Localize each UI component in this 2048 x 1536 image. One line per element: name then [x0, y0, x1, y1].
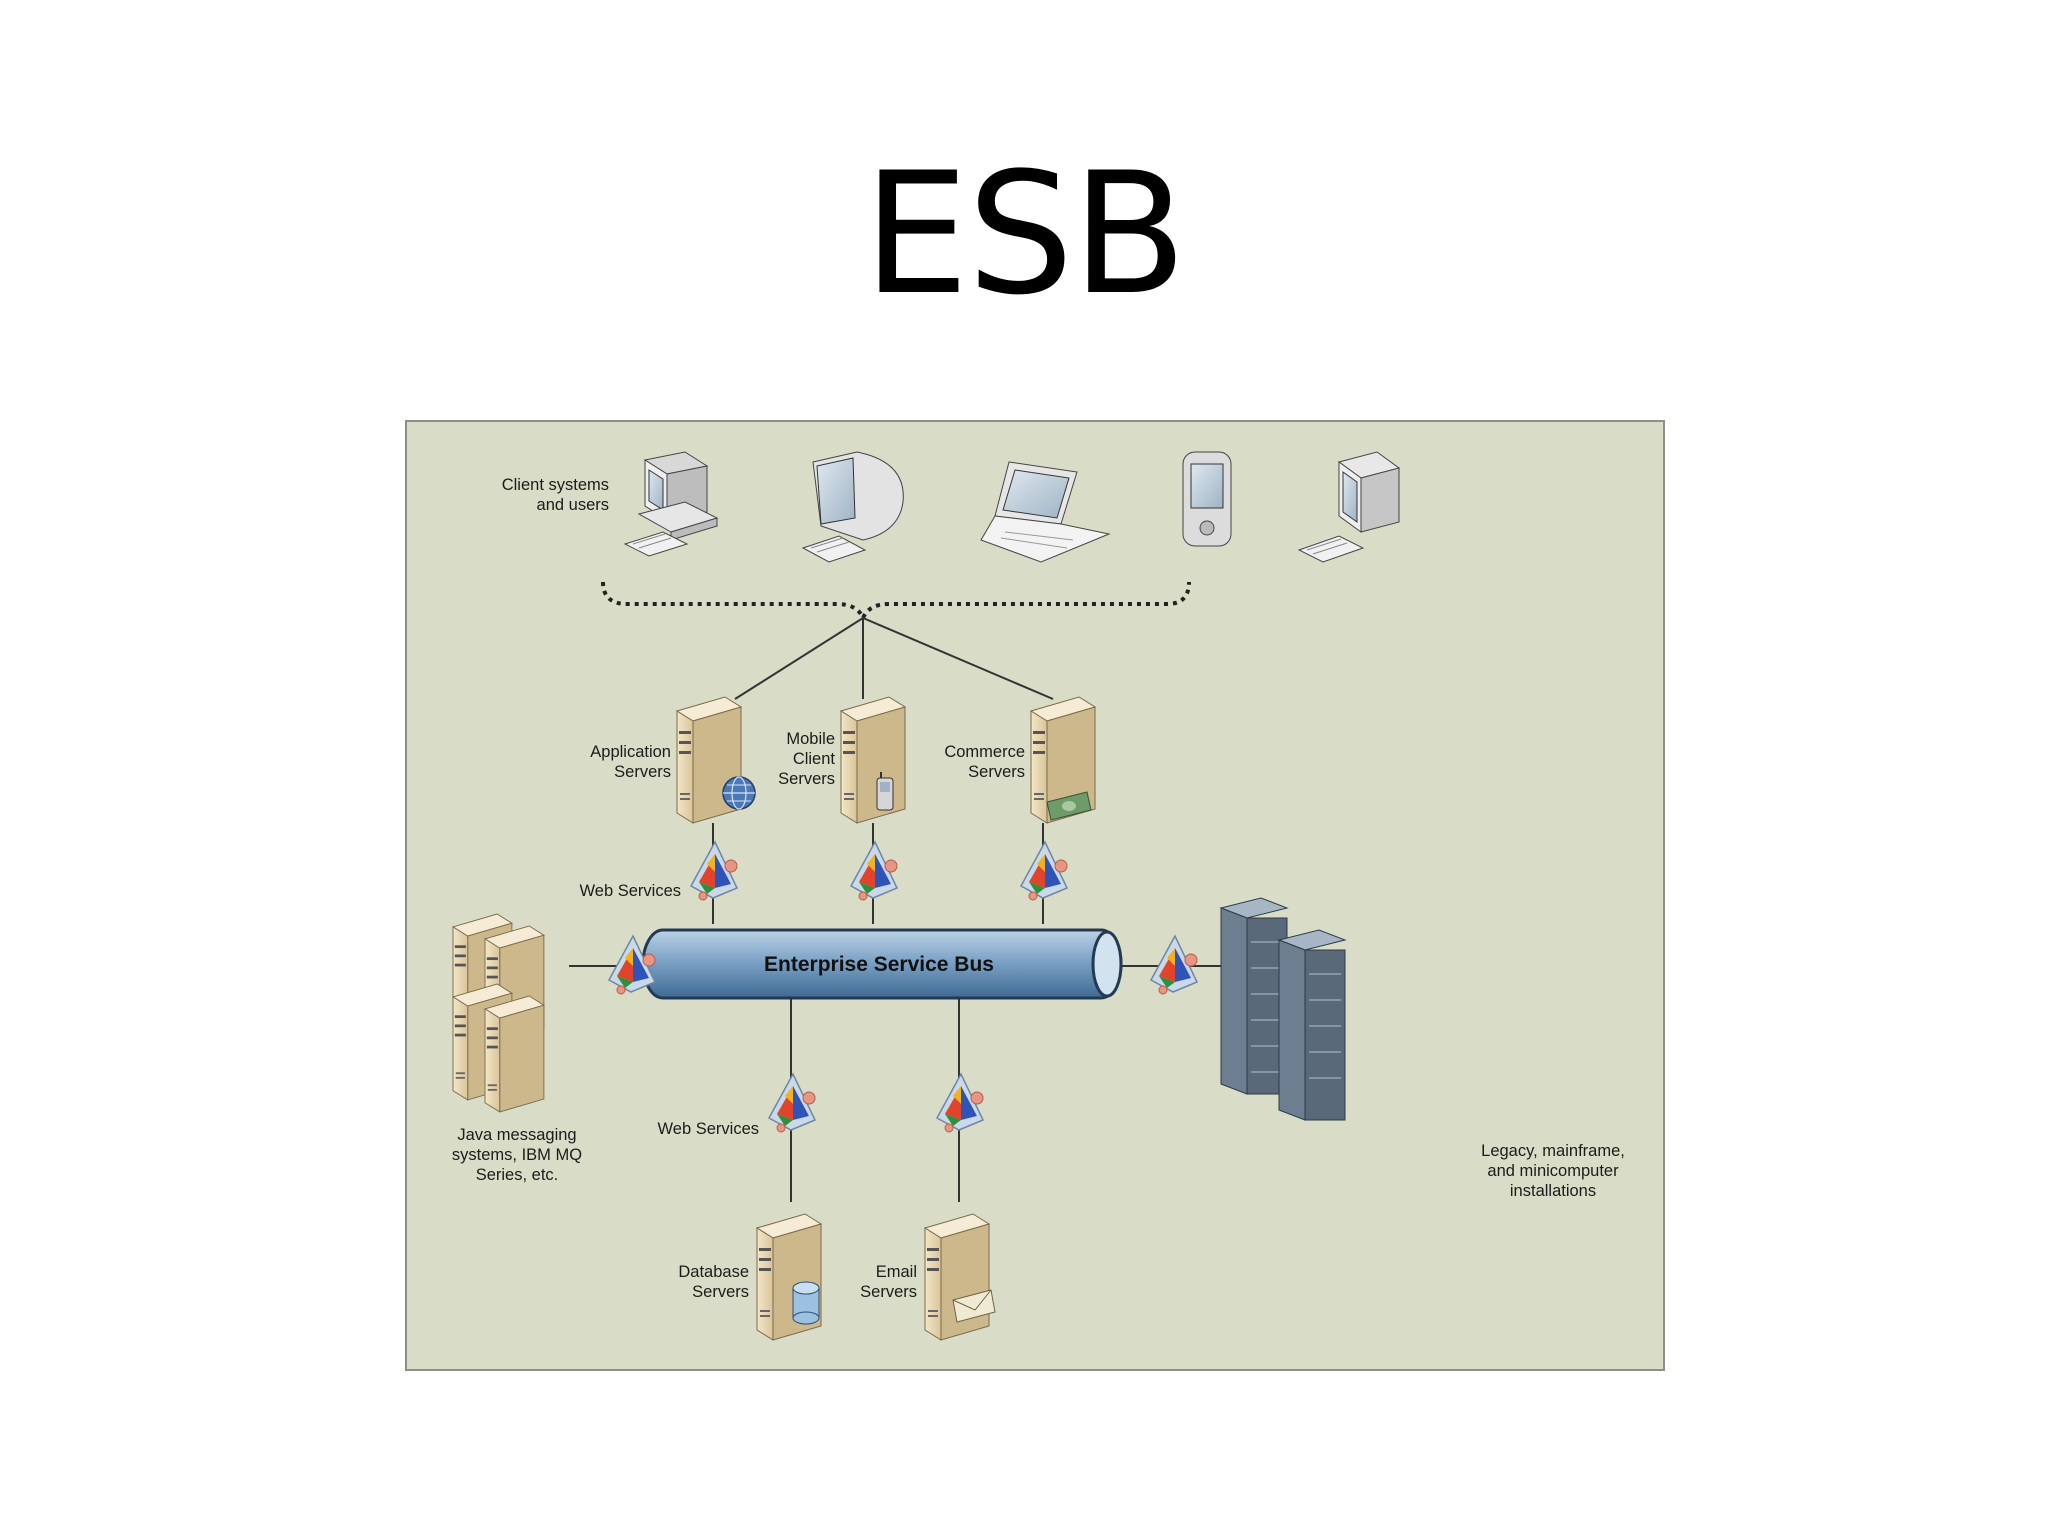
svg-text:Application: Application [590, 743, 671, 761]
clients-label: Client systems and users [502, 476, 609, 514]
svg-text:Servers: Servers [692, 1283, 749, 1301]
client-connector-lines [734, 617, 1054, 700]
pda-icon [1182, 451, 1232, 547]
svg-text:Series, etc.: Series, etc. [476, 1166, 559, 1184]
svg-text:Legacy, mainframe,: Legacy, mainframe, [1481, 1142, 1625, 1160]
application-servers-label: Application Servers [590, 743, 671, 781]
web-service-icon [1020, 841, 1068, 901]
web-service-icon [768, 1073, 816, 1133]
svg-text:Java messaging: Java messaging [457, 1126, 576, 1144]
bottom-service-connectors [790, 998, 960, 1202]
envelope-icon [952, 1289, 996, 1323]
svg-text:Email: Email [876, 1263, 917, 1281]
enterprise-service-bus: Enterprise Service Bus [641, 928, 1123, 1000]
java-messaging-label: Java messaging systems, IBM MQ Series, e… [452, 1126, 582, 1184]
svg-text:systems, IBM MQ: systems, IBM MQ [452, 1146, 582, 1164]
web-services-label-top: Web Services [580, 882, 681, 900]
svg-text:Mobile: Mobile [786, 730, 835, 748]
database-servers-label: Database Servers [678, 1263, 749, 1301]
clients-brace [601, 581, 1191, 624]
mobile-servers-label: Mobile Client Servers [778, 730, 835, 788]
database-cylinder-icon [792, 1281, 820, 1325]
commerce-servers-label: Commerce Servers [944, 743, 1025, 781]
svg-text:Servers: Servers [860, 1283, 917, 1301]
globe-icon [722, 776, 756, 810]
svg-text:Client: Client [793, 750, 836, 768]
svg-text:Client systems: Client systems [502, 476, 609, 494]
money-icon [1046, 791, 1092, 821]
email-servers-label: Email Servers [860, 1263, 917, 1301]
terminal-icon [1297, 451, 1401, 563]
web-service-icon [850, 841, 898, 901]
svg-text:installations: installations [1510, 1182, 1596, 1200]
esb-diagram: Client systems and users Application Ser… [405, 420, 1665, 1371]
cell-phone-icon [876, 772, 894, 811]
web-service-icon [690, 841, 738, 901]
svg-text:Servers: Servers [968, 763, 1025, 781]
svg-text:Database: Database [678, 1263, 749, 1281]
mainframe-rack-icon [1219, 897, 1347, 1121]
laptop-icon [980, 461, 1111, 563]
svg-text:Servers: Servers [614, 763, 671, 781]
mobile-client-server-icon [840, 696, 906, 824]
slide-title: ESB [862, 136, 1187, 332]
java-messaging-servers-icon [452, 913, 545, 1113]
svg-text:Commerce: Commerce [944, 743, 1025, 761]
bus-label: Enterprise Service Bus [764, 953, 994, 976]
web-service-icon [936, 1073, 984, 1133]
svg-text:and users: and users [537, 496, 609, 514]
web-services-label-bottom: Web Services [658, 1120, 759, 1138]
crt-monitor-icon [801, 451, 904, 563]
svg-text:Servers: Servers [778, 770, 835, 788]
legacy-label: Legacy, mainframe, and minicomputer inst… [1481, 1142, 1625, 1200]
desktop-computer-icon [623, 451, 719, 557]
svg-text:and minicomputer: and minicomputer [1487, 1162, 1619, 1180]
